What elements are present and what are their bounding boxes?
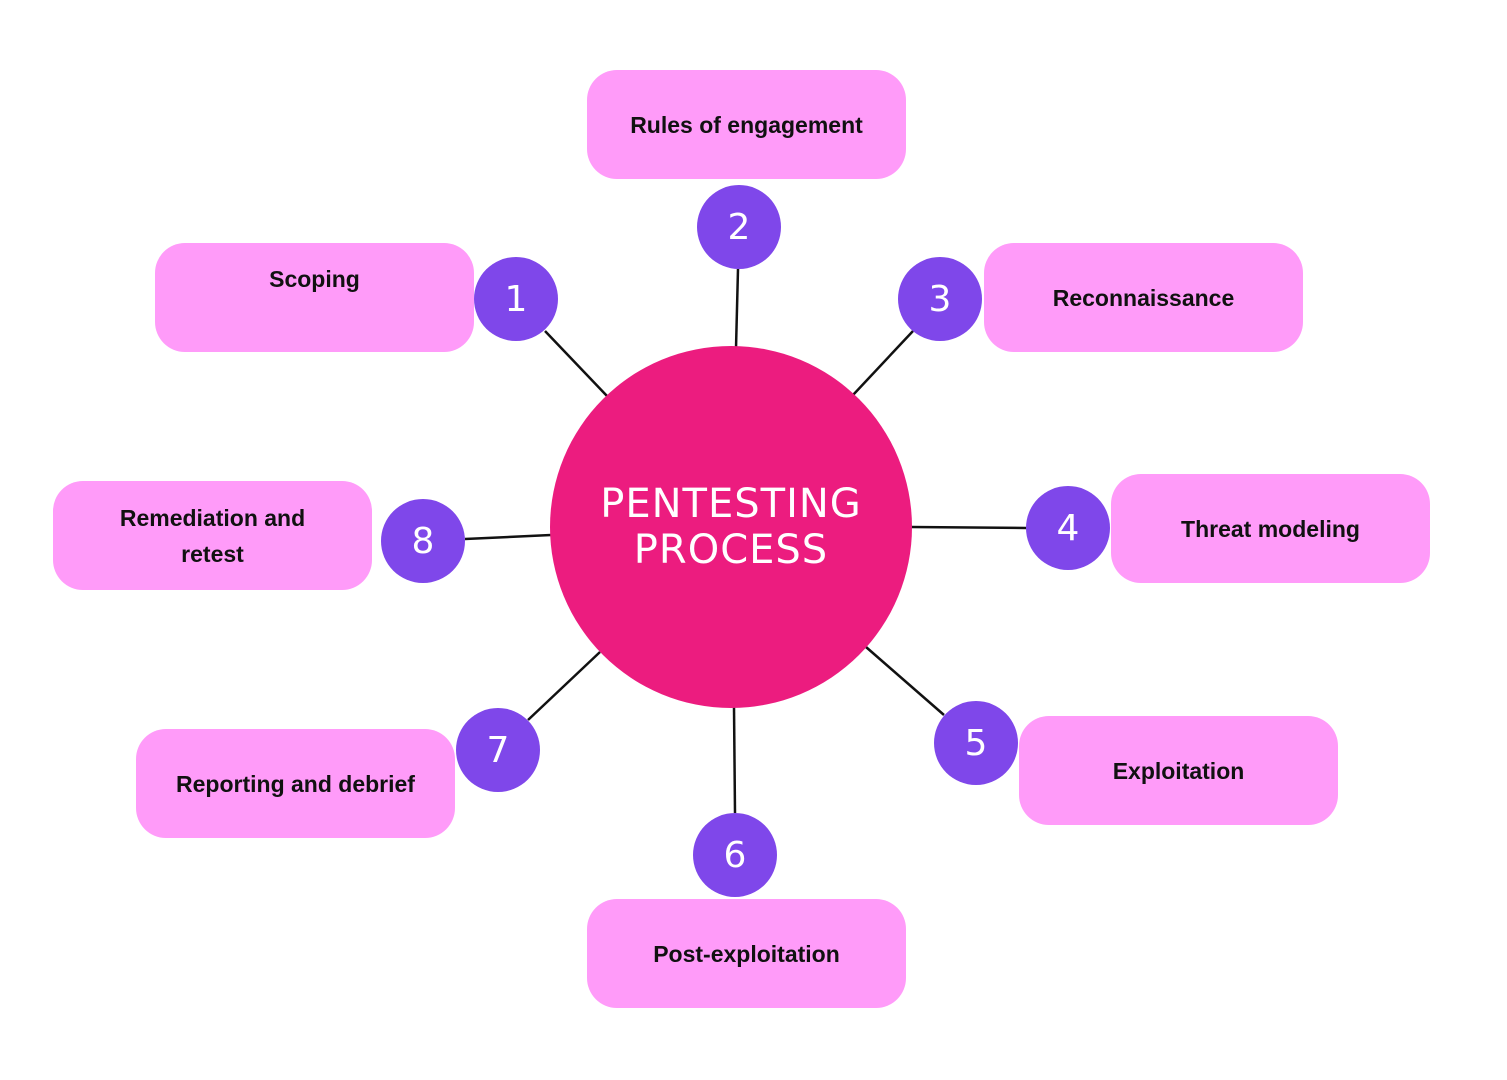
step-number-6: 6 — [693, 813, 777, 897]
connector-4 — [910, 525, 1027, 530]
step-number-3: 3 — [898, 257, 982, 341]
step-number-1: 1 — [474, 257, 558, 341]
step-box-reconnaissance: Reconnaissance — [984, 243, 1303, 352]
step-number-7: 7 — [456, 708, 540, 792]
step-box-reporting-and-debrief: Reporting and debrief — [136, 729, 455, 838]
step-box-post-exploitation: Post-exploitation — [587, 899, 906, 1008]
connector-1 — [544, 330, 608, 397]
step-number-5: 5 — [934, 701, 1018, 785]
step-box-remediation-and-retest: Remediation and retest — [53, 481, 372, 590]
step-number-4: 4 — [1026, 486, 1110, 570]
step-box-threat-modeling: Threat modeling — [1111, 474, 1430, 583]
connector-2 — [734, 268, 740, 349]
connector-3 — [852, 330, 914, 396]
connector-8 — [464, 533, 552, 541]
step-box-scoping: Scoping — [155, 243, 474, 352]
step-number-2: 2 — [697, 185, 781, 269]
connector-7 — [527, 651, 601, 721]
connector-5 — [865, 646, 945, 716]
step-number-8: 8 — [381, 499, 465, 583]
hub-title-line-1: PENTESTING — [600, 481, 862, 527]
hub-circle: PENTESTING PROCESS — [550, 346, 912, 708]
step-box-rules-of-engagement: Rules of engagement — [587, 70, 906, 179]
connector-6 — [732, 706, 737, 814]
step-box-exploitation: Exploitation — [1019, 716, 1338, 825]
hub-title-line-2: PROCESS — [633, 527, 829, 573]
